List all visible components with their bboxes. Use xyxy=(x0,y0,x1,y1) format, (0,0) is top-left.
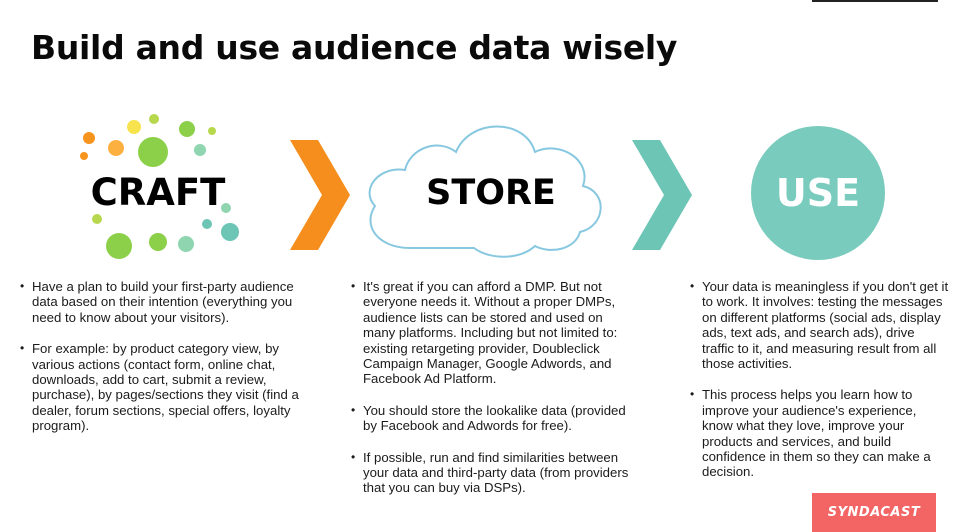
store-point: It's great if you can afford a DMP. But … xyxy=(351,279,633,387)
brand-name: SYNDACAST xyxy=(827,505,921,520)
use-point: This process helps you learn how to impr… xyxy=(690,387,950,479)
store-column: It's great if you can afford a DMP. But … xyxy=(351,279,633,512)
use-label: USE xyxy=(776,171,860,215)
craft-column: Have a plan to build your first-party au… xyxy=(20,279,302,450)
dot xyxy=(179,121,195,137)
dot xyxy=(108,140,124,156)
use-circle xyxy=(751,126,885,260)
craft-point: Have a plan to build your first-party au… xyxy=(20,279,302,325)
craft-label: CRAFT xyxy=(91,171,227,214)
arrow-icon xyxy=(290,140,350,250)
dot xyxy=(80,152,88,160)
dot xyxy=(208,127,216,135)
dot xyxy=(127,120,141,134)
dot xyxy=(221,223,239,241)
craft-dots xyxy=(80,114,239,259)
dot xyxy=(202,219,212,229)
dot xyxy=(178,236,194,252)
use-point: Your data is meaningless if you don't ge… xyxy=(690,279,950,371)
store-point: If possible, run and find similarities b… xyxy=(351,450,633,496)
craft-point: For example: by product category view, b… xyxy=(20,341,302,433)
dot xyxy=(221,203,231,213)
dot xyxy=(83,132,95,144)
dot xyxy=(92,214,102,224)
brand-logo: SYNDACAST xyxy=(812,493,936,532)
store-label: STORE xyxy=(426,173,556,213)
top-rule xyxy=(812,0,938,2)
store-point: You should store the lookalike data (pro… xyxy=(351,403,633,434)
dot xyxy=(149,114,159,124)
dot xyxy=(194,144,206,156)
dot xyxy=(138,137,168,167)
slide-title: Build and use audience data wisely xyxy=(31,28,678,67)
use-column: Your data is meaningless if you don't ge… xyxy=(690,279,950,496)
process-diagram: CRAFT STORE USE xyxy=(80,114,885,260)
dot xyxy=(149,233,167,251)
dot xyxy=(106,233,132,259)
arrow-icon xyxy=(632,140,692,250)
cloud-icon xyxy=(368,125,602,258)
